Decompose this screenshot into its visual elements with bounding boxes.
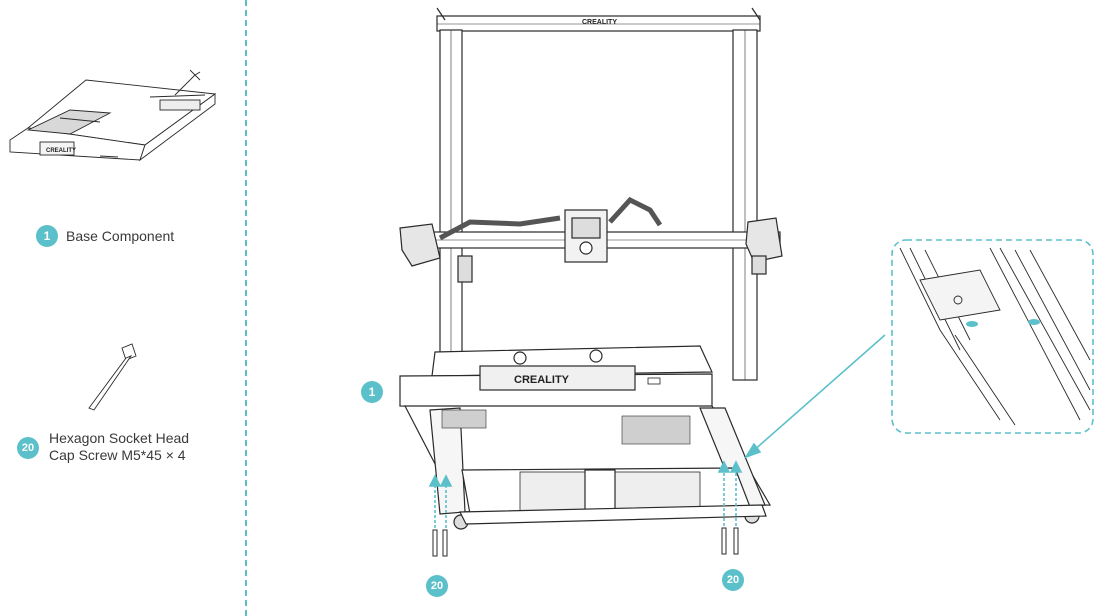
- callout-screws-right-badge: 20: [722, 569, 744, 591]
- printer-frame: [399, 7, 783, 381]
- frame-brand-text: CREALITY: [582, 19, 617, 26]
- callout-screws-left-badge: 20: [426, 575, 448, 597]
- part-1-name: Base Component: [66, 228, 175, 244]
- part-20-name-line1: Hexagon Socket Head: [49, 430, 190, 446]
- thumbnail-brand-text: CREALITY: [46, 148, 76, 154]
- screws-group: [432, 527, 739, 557]
- detail-callout: [891, 239, 1094, 434]
- part-1-number-badge: 1: [36, 225, 58, 247]
- callout-base-badge: 1: [361, 381, 383, 403]
- printer-base: [399, 345, 772, 530]
- base-brand-text: CREALITY: [514, 374, 570, 386]
- insert-arrows: [428, 334, 886, 528]
- column-divider: [245, 0, 247, 616]
- screw-thumbnail: [88, 343, 137, 411]
- part-20-name-line2: Cap Screw M5*45 × 4: [49, 447, 186, 463]
- base-component-thumbnail: [9, 69, 217, 162]
- part-20-number-badge: 20: [17, 437, 39, 459]
